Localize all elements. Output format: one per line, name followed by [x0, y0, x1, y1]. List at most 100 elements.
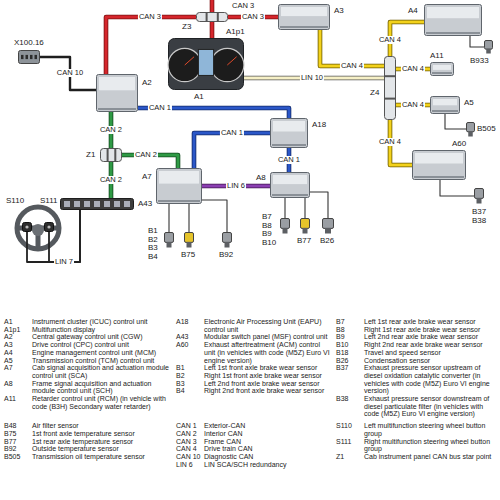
part-code: X100.16 — [14, 38, 44, 47]
designation-code: B37 — [336, 364, 348, 372]
wire-outline — [320, 30, 384, 66]
bus-wire — [211, 0, 214, 12]
bus-label: CAN 3 — [232, 2, 254, 10]
part-code: B9 — [262, 229, 272, 238]
designation-code: B75 — [4, 430, 16, 438]
part-code: A8 — [256, 173, 266, 182]
wheel-hub — [32, 224, 44, 236]
designation-text: Frame signal acquisition and actuation m… — [32, 380, 172, 395]
designation-code: B1 — [176, 364, 185, 372]
wire — [188, 204, 189, 232]
unit-face — [273, 121, 305, 132]
star-band — [114, 149, 116, 162]
legend-row: A4Engine management control unit (MCM) — [4, 349, 172, 357]
panel-button — [84, 201, 90, 207]
designation-code: A1 — [4, 318, 13, 326]
sensor-body — [323, 219, 334, 229]
bus-connection — [40, 57, 96, 90]
designation-code: CAN 1 — [176, 422, 197, 430]
legend-row: A5Transmission control (TCM) control uni… — [4, 357, 172, 365]
designation-text: Right 2nd front axle brake wear sensor — [204, 387, 332, 395]
sensor-tip — [283, 228, 288, 234]
wire — [194, 133, 270, 168]
legend-column: A1Instrument cluster (ICUC) control unit… — [4, 318, 172, 410]
unit-body — [413, 151, 466, 180]
legend-row: CAN 2Interior CAN — [176, 430, 332, 438]
unit-body — [279, 5, 330, 30]
part-code: Z3 — [182, 22, 191, 31]
designation-code: A5 — [4, 357, 13, 365]
bus-label: CAN 4 — [340, 62, 364, 70]
unit-body — [97, 75, 138, 112]
part-code: B92 — [219, 250, 233, 259]
part-code: B7 — [262, 212, 272, 221]
legend-row: A2Central gateway control unit (CGW) — [4, 333, 172, 341]
bus-connection — [194, 133, 270, 168]
control-unit: A60 — [412, 150, 466, 180]
bus-label: CAN 3 — [138, 13, 162, 21]
legend-row: A7Cab signal acquisition and actuation m… — [4, 364, 172, 379]
instrument-cluster: A1p1A1 — [168, 38, 244, 90]
designation-text: Exhaust aftertreatment (ACM) control uni… — [204, 341, 332, 364]
legend-row: B7Left 1st rear axle brake wear sensor — [336, 318, 497, 326]
unit-face — [415, 153, 463, 164]
unit-face — [433, 99, 457, 105]
designation-code: B18 — [336, 349, 348, 357]
star-body — [385, 57, 396, 120]
sensor: B7B8B9B10 — [280, 218, 290, 234]
designation-code: A3 — [4, 341, 13, 349]
designation-text: Travel and speed sensor — [364, 349, 497, 357]
designation-code: CAN 4 — [176, 445, 197, 453]
part-code: B3 — [148, 243, 158, 252]
designation-code: A7 — [4, 364, 13, 372]
part-code: A60 — [452, 139, 466, 148]
designation-text: Cab instrument panel CAN bus star point — [364, 453, 497, 461]
unit-face — [99, 77, 135, 90]
part-code: B933 — [470, 56, 489, 65]
wire — [470, 36, 484, 47]
component-icon — [430, 96, 460, 114]
part-code: A2 — [142, 78, 152, 87]
legend-row: A18Electronic Air Processing Unit (EAPU)… — [176, 318, 332, 333]
designation-code: A8 — [4, 380, 13, 388]
part-code: B1 — [148, 226, 158, 235]
legend-column: B48Air filter sensorB751st front axle te… — [4, 422, 172, 461]
designation-text: Left 1st front axle brake wear sensor — [204, 364, 332, 372]
legend-row: A43 Modular switch panel (MSF) control un… — [176, 333, 332, 341]
legend-row: CAN 3Frame CAN — [176, 438, 332, 446]
plug-pin — [21, 55, 24, 59]
bus-connection — [305, 198, 306, 218]
part-code: B38 — [472, 216, 486, 225]
sensor: B505 — [466, 122, 475, 137]
designation-text: Drive train CAN — [204, 445, 332, 453]
designation-code: B38 — [336, 395, 348, 403]
unit-face — [281, 7, 327, 16]
unit-base — [426, 32, 480, 34]
designation-text: Modular switch panel (MSF) control unit — [204, 333, 332, 341]
plug-pin — [35, 55, 38, 59]
part-code: S111 — [40, 196, 58, 205]
legend-row: B4Right 2nd front axle brake wear sensor — [176, 387, 332, 395]
part-code: Z1 — [86, 150, 95, 159]
designation-text: Right multifunction steering wheel butto… — [364, 438, 497, 453]
star-point: Z4 — [384, 56, 396, 120]
star-band — [107, 149, 109, 162]
wire — [211, 22, 214, 38]
designation-code: A43 — [176, 333, 188, 341]
sensor-tip — [477, 198, 482, 204]
designation-text: Frame CAN — [204, 438, 332, 446]
panel-button — [74, 201, 80, 207]
part-code: A5 — [464, 98, 474, 107]
designation-text: Right 1st front axle brake wear sensor — [204, 372, 332, 380]
legend-row: B26Condensation sensor — [336, 357, 497, 365]
gauge — [168, 48, 201, 81]
designation-code: B10 — [336, 341, 348, 349]
designation-text: Left multifunction steering wheel button… — [364, 422, 497, 437]
bus-connection — [212, 22, 213, 38]
wire — [440, 180, 474, 196]
part-code: A3 — [334, 6, 344, 15]
sensor-body — [185, 233, 194, 243]
part-code: A11 — [430, 51, 444, 60]
unit-base — [98, 108, 136, 110]
designation-text: Left 1st rear axle brake wear sensor — [364, 318, 497, 326]
